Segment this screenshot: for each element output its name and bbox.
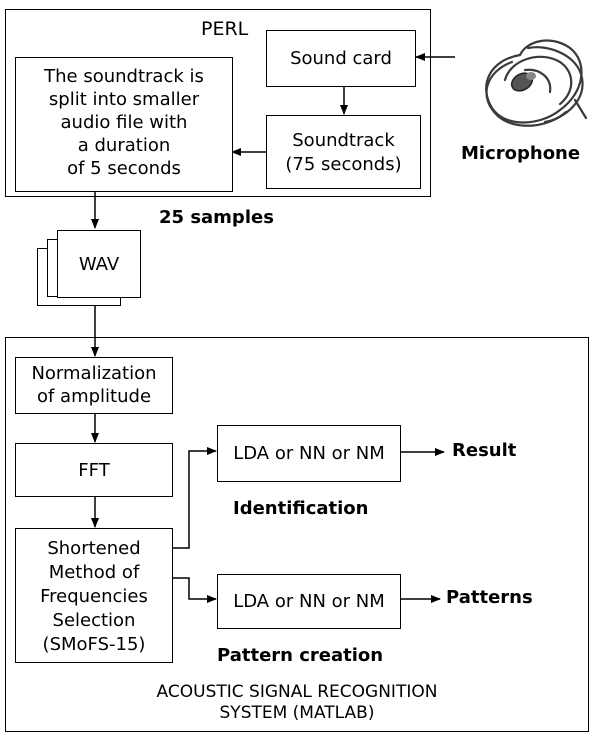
normalization-box: Normalization of amplitude (15, 357, 173, 414)
normalization-line-2: of amplitude (36, 386, 152, 407)
smofs-line-1: Shortened (47, 538, 141, 559)
split-line-5: of 5 seconds (67, 158, 181, 179)
soundtrack-line-2: (75 seconds) (285, 154, 402, 175)
fft-box: FFT (15, 443, 173, 497)
classifier-bottom-box: LDA or NN or NM (217, 574, 401, 629)
classifier-top-label: LDA or NN or NM (233, 443, 385, 464)
microphone-label: Microphone (461, 143, 581, 164)
sound-card-box: Sound card (266, 30, 416, 87)
arrow-smofs-to-classifier-bottom (173, 577, 217, 603)
classifier-top-box: LDA or NN or NM (217, 425, 401, 482)
arrow-smofs-to-classifier-top (173, 447, 217, 549)
smofs-line-3: Frequencies (40, 586, 148, 607)
normalization-line-1: Normalization (31, 363, 157, 384)
pattern-creation-label: Pattern creation (217, 645, 384, 666)
soundtrack-line-1: Soundtrack (292, 130, 395, 151)
split-line-4: a duration (77, 135, 171, 156)
split-line-3: audio file with (60, 112, 188, 133)
smofs-line-2: Method of (48, 562, 140, 583)
perl-container (5, 9, 431, 197)
soundtrack-box: Soundtrack (75 seconds) (266, 115, 421, 189)
wav-label: WAV (78, 254, 120, 275)
sound-card-label: Sound card (290, 48, 392, 69)
patterns-label: Patterns (446, 587, 533, 608)
smofs-line-5: (SMoFS-15) (42, 634, 146, 655)
split-box: The soundtrack is split into smaller aud… (15, 57, 233, 192)
split-line-1: The soundtrack is (44, 66, 204, 87)
perl-title: PERL (201, 18, 249, 40)
smofs-box: Shortened Method of Frequencies Selectio… (15, 528, 173, 663)
wav-file: WAV (57, 230, 141, 298)
split-line-2: split into smaller (48, 89, 200, 110)
result-label: Result (452, 440, 517, 461)
smofs-line-4: Selection (52, 610, 136, 631)
samples-label: 25 samples (159, 207, 274, 228)
system-title-line-1: ACOUSTIC SIGNAL RECOGNITION (156, 682, 438, 702)
fft-label: FFT (78, 460, 110, 481)
system-title-line-2: SYSTEM (MATLAB) (219, 703, 375, 723)
identification-label: Identification (233, 498, 369, 519)
classifier-bottom-label: LDA or NN or NM (233, 591, 385, 612)
